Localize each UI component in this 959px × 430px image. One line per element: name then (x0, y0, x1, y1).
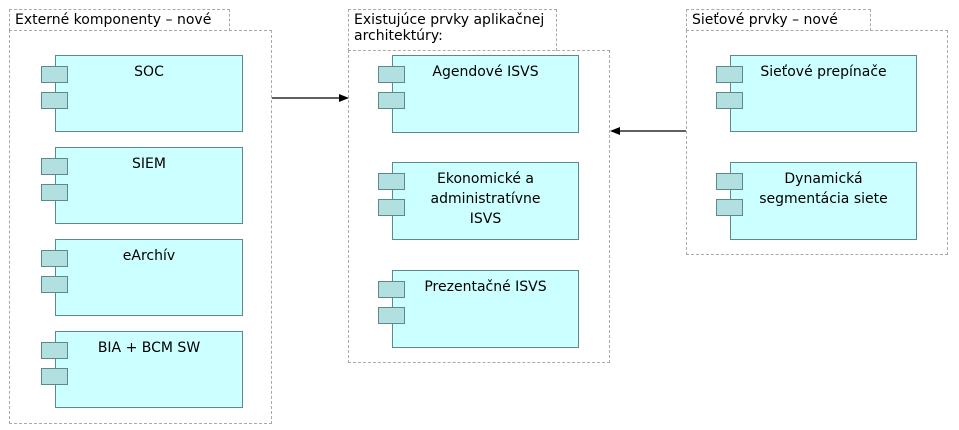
component-label: eArchív (122, 248, 176, 264)
component-label: Agendové ISVS (432, 64, 539, 80)
external-group-title: Externé komponenty – nové (9, 9, 230, 31)
component-port-icon (41, 158, 68, 175)
component-dynamicka-segmentacia[interactable]: Dynamická segmentácia siete (716, 162, 917, 240)
component-port-icon (378, 92, 405, 109)
component-label: Sieťové prepínače (760, 64, 887, 80)
component-siem[interactable]: SIEM (41, 147, 243, 224)
component-port-icon (378, 173, 405, 190)
component-label: SIEM (132, 156, 166, 172)
component-label: BIA + BCM SW (97, 340, 201, 356)
component-port-icon (41, 92, 68, 109)
component-port-icon (41, 250, 68, 267)
network-components-group: Sieťové prepínače Dynamická segmentácia … (686, 30, 948, 255)
component-bia-bcm-sw[interactable]: BIA + BCM SW (41, 331, 243, 408)
component-sietove-prepinace[interactable]: Sieťové prepínače (716, 55, 917, 132)
component-port-icon (378, 199, 405, 216)
component-port-icon (716, 92, 743, 109)
component-port-icon (41, 342, 68, 359)
component-port-icon (378, 281, 405, 298)
existing-group-title: Existujúce prvky aplikačnej architektúry… (348, 9, 557, 51)
component-label: Ekonomické a administratívne ISVS (430, 171, 541, 227)
component-soc[interactable]: SOC (41, 55, 243, 132)
component-port-icon (41, 276, 68, 293)
arrow-head-icon (339, 94, 349, 102)
component-prezentacne-isvs[interactable]: Prezentačné ISVS (378, 270, 579, 348)
component-earchiv[interactable]: eArchív (41, 239, 243, 316)
component-port-icon (716, 173, 743, 190)
component-port-icon (41, 184, 68, 201)
network-group-title: Sieťové prvky – nové (686, 9, 871, 31)
arrow-head-icon (610, 127, 620, 135)
component-port-icon (716, 66, 743, 83)
component-ekonomicke-isvs[interactable]: Ekonomické a administratívne ISVS (378, 162, 579, 240)
component-label: SOC (134, 64, 164, 80)
component-port-icon (41, 368, 68, 385)
component-port-icon (378, 66, 405, 83)
component-port-icon (716, 199, 743, 216)
component-port-icon (41, 66, 68, 83)
external-components-group: SOC SIEM eArchív BIA + BCM SW (9, 30, 272, 424)
existing-components-group: Agendové ISVS Ekonomické a administratív… (348, 50, 610, 363)
component-label: Dynamická segmentácia siete (759, 171, 888, 207)
component-agendove-isvs[interactable]: Agendové ISVS (378, 55, 579, 133)
component-label: Prezentačné ISVS (424, 279, 547, 295)
component-port-icon (378, 307, 405, 324)
